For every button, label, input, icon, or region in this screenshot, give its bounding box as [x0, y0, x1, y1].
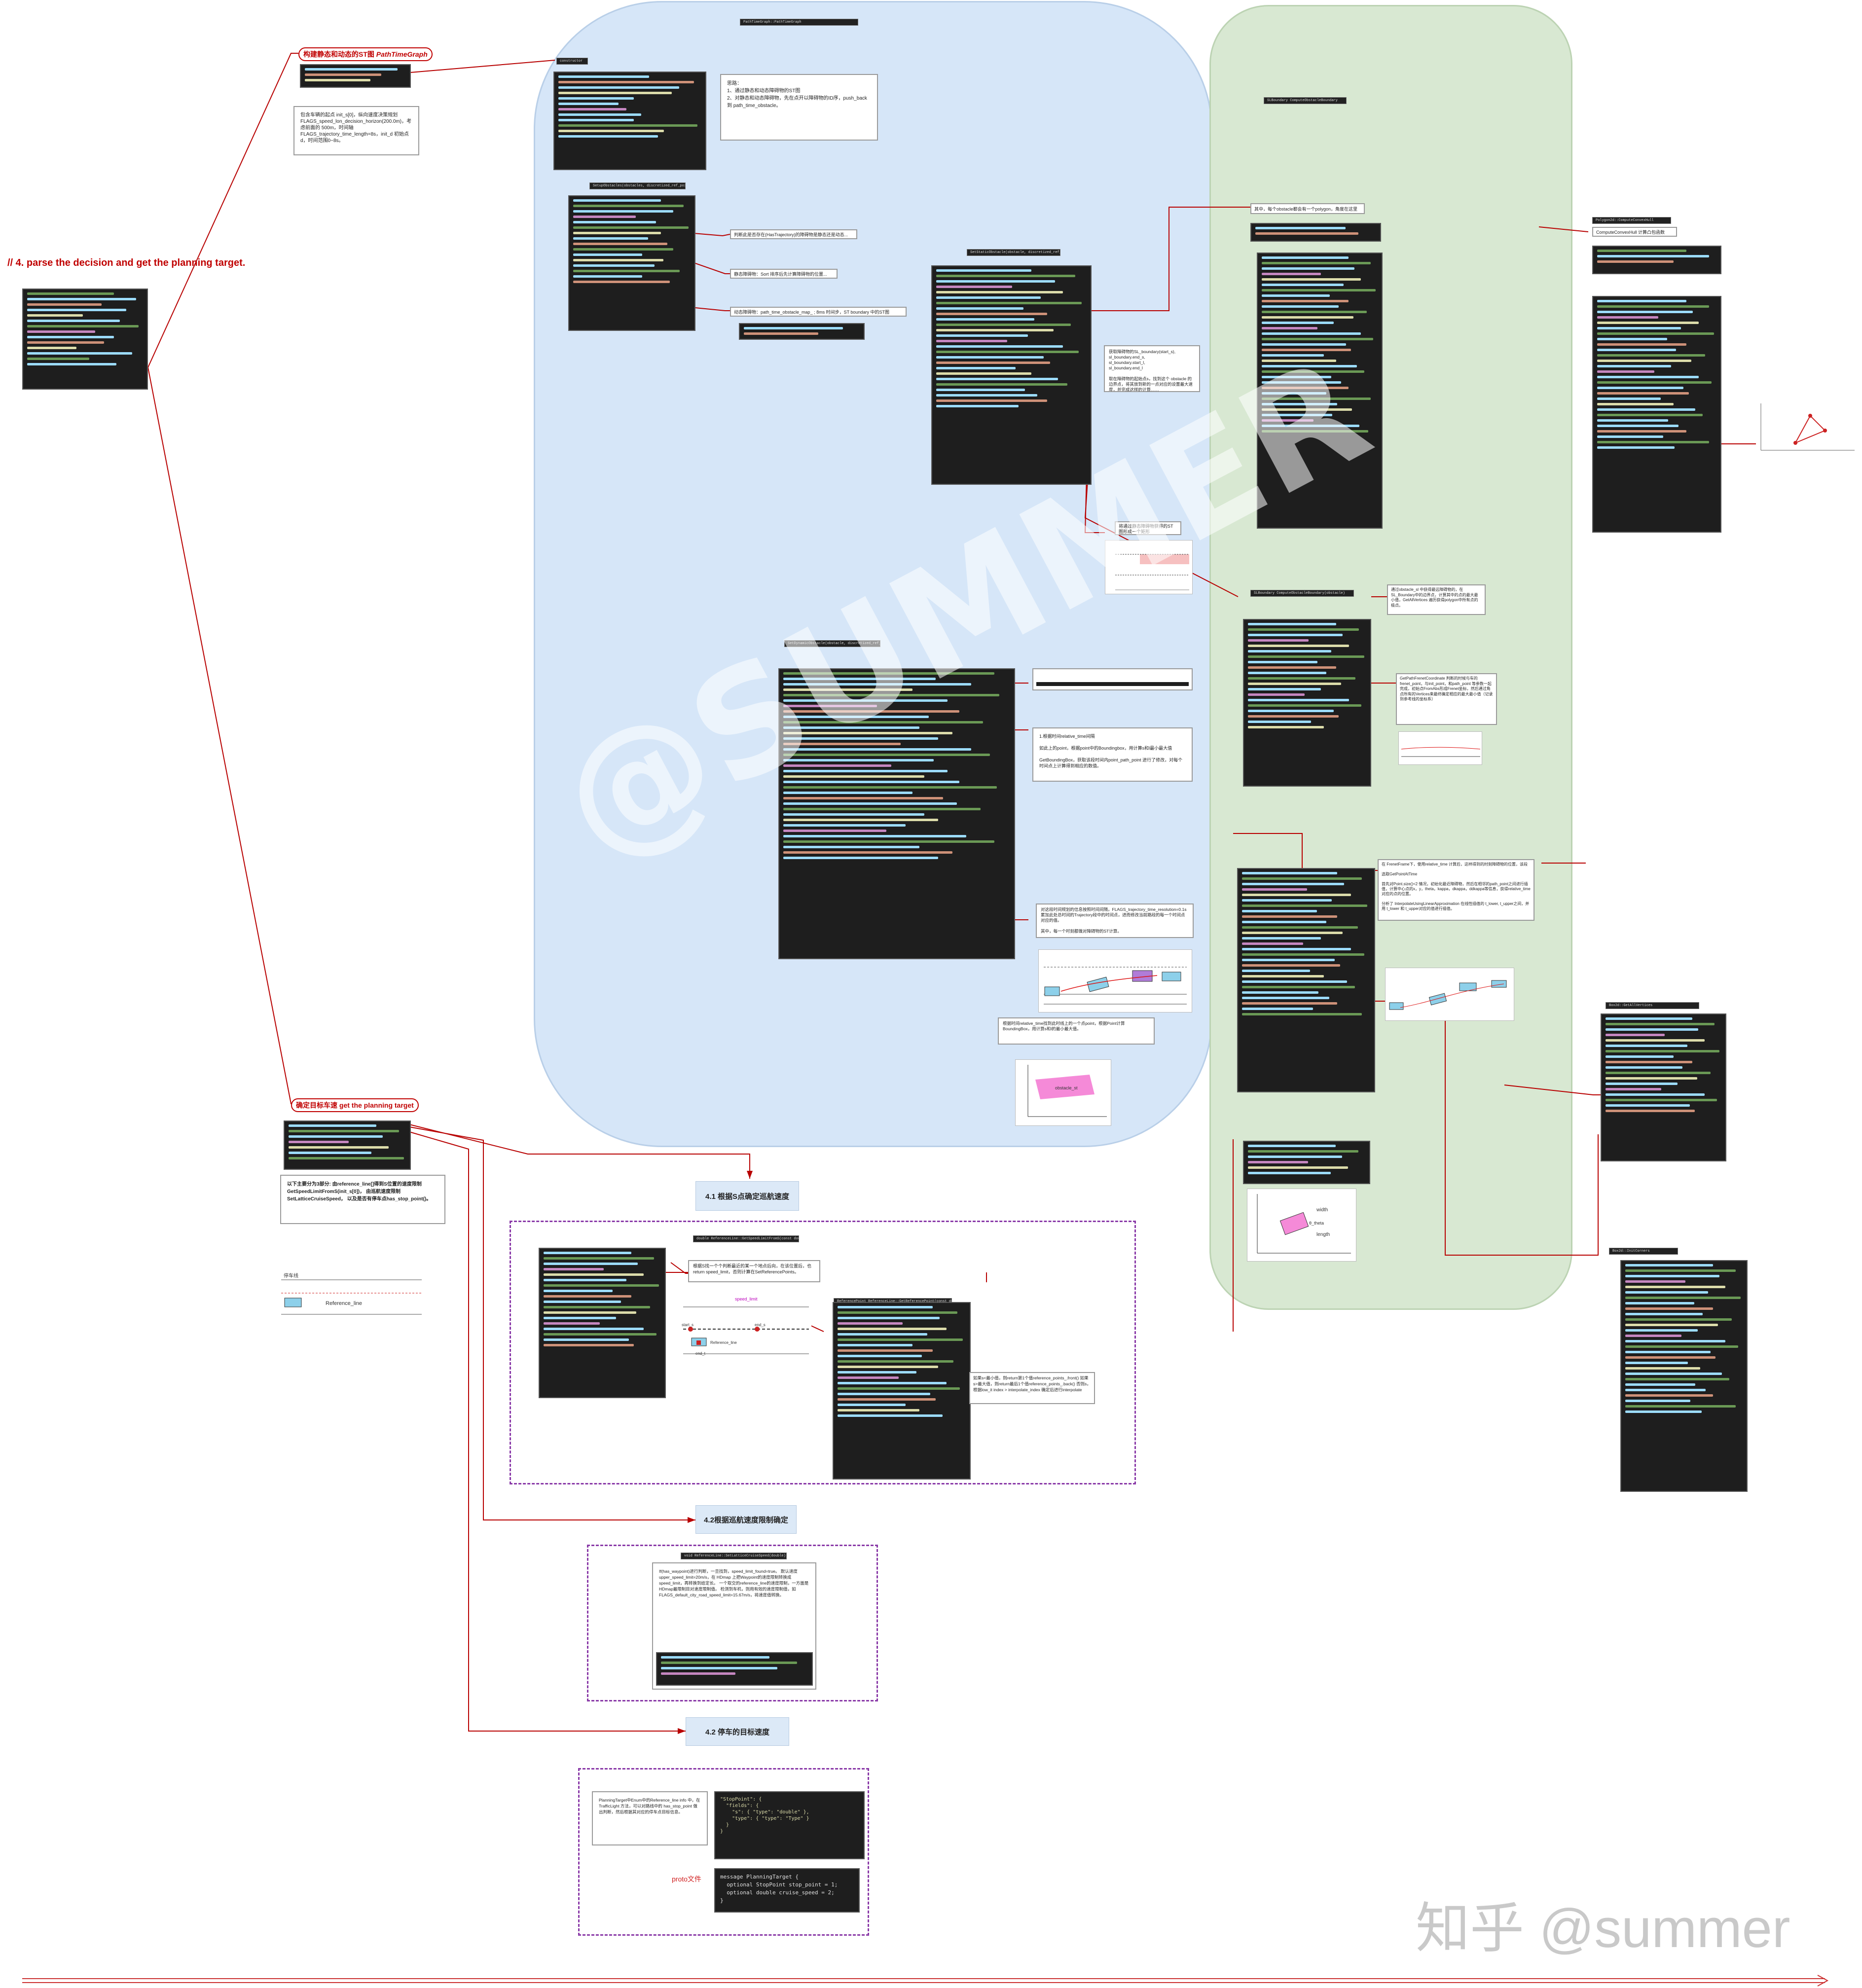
width-label: width — [1316, 1207, 1328, 1213]
has-trajectory-note: 判断此是否存在(HasTrajectory)的障碍物是静态还是动态... — [730, 229, 857, 239]
end-t-label: end_t — [695, 1351, 706, 1356]
reference-line-label-2: Reference_line — [710, 1340, 737, 1345]
stop-target-json-code: "StopPoint": { "fields": { "s": { "type"… — [714, 1791, 865, 1859]
dynamic-obstacle-code — [739, 323, 865, 340]
box2d-svg: width length θ_theta — [1257, 1194, 1351, 1254]
stop-target-note: PlanningTarget中Enum中的Reference_line info… — [592, 1791, 708, 1845]
st-rect-note: 将通过静态障碍物获得的ST图形成一个矩形 — [1115, 521, 1181, 535]
setup-obstacles-code — [568, 195, 695, 331]
main-code-block — [22, 289, 148, 390]
green-region-header-tag: SLBoundary ComputeObstacleBoundary — [1264, 97, 1347, 104]
st-graph-title-italic: PathTimeGraph — [376, 50, 428, 58]
speed-target-section-title: 确定目标车速 get the planning target — [291, 1098, 419, 1112]
start-s-label: start_s — [682, 1323, 694, 1327]
speed-limit-code — [539, 1248, 666, 1398]
box2d-tag: Box2d::GetAllVertices — [1606, 1002, 1699, 1009]
frenet-time-note: 对这段时间规划的信息按照时间间隔，FLAGS_trajectory_time_r… — [1036, 904, 1194, 938]
length-label: length — [1316, 1232, 1330, 1237]
box2d-code — [1601, 1013, 1726, 1161]
st-graph-code — [300, 64, 411, 88]
frenet-coord-svg — [1401, 747, 1481, 757]
proto-message-code: message PlanningTarget { optional StopPo… — [714, 1868, 860, 1913]
st-rect-svg — [1115, 554, 1189, 590]
stop-target-json: "StopPoint": { "fields": { "s": { "type"… — [720, 1797, 809, 1834]
speed-limit-tag: double ReferenceLine::GetSpeedLimitFromS… — [693, 1235, 799, 1242]
stop-line-label: 停车线 — [284, 1272, 298, 1279]
constructor-tag: constructor — [556, 58, 588, 65]
convex-hull-code-long — [1592, 296, 1721, 533]
step-4-1-dashed-group — [510, 1221, 1136, 1484]
binary-search-code — [833, 1302, 971, 1480]
relative-time-note-top — [1032, 668, 1193, 690]
reference-line-label: Reference_line — [326, 1301, 362, 1306]
obstacle-st-figure: obstacle_st — [1015, 1059, 1111, 1126]
obstacle-st-svg: obstacle_st — [1027, 1065, 1107, 1117]
cruise-speed-tag: void ReferenceLine::SetLatticeCruiseSpee… — [681, 1553, 787, 1559]
step-4-2a: 4.2根据巡航速度限制确定 — [695, 1505, 797, 1534]
speed-limit-svg: speed_limit start_s end_s Reference_line… — [682, 1297, 809, 1356]
convex-hull-code — [1592, 246, 1721, 274]
frenet-coord-note: GetPathFrenetCoordinate 判断的时候与车的frenet_p… — [1396, 673, 1497, 725]
st-graph-section-title: 构建静态和动态的ST图 PathTimeGraph — [298, 47, 433, 61]
obstacle-st-label: obstacle_st — [1055, 1085, 1078, 1090]
convex-hull-svg — [1760, 403, 1855, 451]
polygon-vertices-code — [1243, 1141, 1370, 1184]
setup-obstacles-tag: SetupObstacles(obstacles, discretized_re… — [589, 182, 686, 189]
dynamic-obstacle-note: 动态障碍物：path_time_obstacle_map_ ; 8ms 时间步，… — [730, 307, 907, 317]
st-graph-title-text: 构建静态和动态的ST图 — [303, 50, 374, 58]
stop-line-svg: 停车线 Reference_line — [281, 1272, 422, 1315]
binary-search-note: 如果s<最小值，则return第1个值reference_points_.fro… — [969, 1372, 1095, 1404]
frenet-coord-figure — [1398, 731, 1482, 765]
st-params-note: 包含车辆的起点 init_s[0]，纵向速度决策规划 FLAGS_speed_l… — [293, 106, 419, 155]
theta-label: θ_theta — [1309, 1221, 1324, 1226]
stop-line-figure: 停车线 Reference_line — [279, 1267, 426, 1324]
polygon-note: 其中，每个obstacle都会有一个polygon，角度在这里 — [1250, 203, 1365, 214]
proto-message: message PlanningTarget { optional StopPo… — [720, 1874, 838, 1904]
convex-hull-tag: Polygon2d::ComputeConvexHull — [1592, 217, 1671, 224]
sl-obstacle-note: 通过obstacle_sl 中获得最远障碍物的，在SL_Boundary中的边界… — [1387, 584, 1486, 615]
speed-limit-label: speed_limit — [735, 1297, 758, 1301]
constructor-code — [553, 72, 706, 170]
sl-boundary-note: 获取障碍物的SL_boundary(start_s), sl_boundary.… — [1104, 345, 1200, 392]
trajectory-boxes-figure — [1038, 949, 1192, 1012]
cruise-speed-code — [656, 1652, 813, 1686]
point-at-time-code — [1237, 868, 1375, 1092]
step-4-2b-dashed-group — [578, 1768, 869, 1936]
box2d-vertices-code — [1620, 1260, 1748, 1492]
blue-region-header-tag: PathTimeGraph::PathTimeGraph — [740, 19, 858, 26]
end-s-label: end_s — [755, 1323, 766, 1327]
box2d-vertices-tag: Box2d::InitCorners — [1609, 1248, 1678, 1255]
speed-limit-figure: speed_limit start_s end_s Reference_line… — [681, 1295, 811, 1361]
relative-time-note: 1.根据时间relative_time间隔 如此上的point，根据point中… — [1032, 727, 1193, 782]
convex-hull-figure — [1756, 398, 1862, 457]
box2d-figure: width length θ_theta — [1247, 1189, 1356, 1262]
frenet-coord-code — [1243, 619, 1371, 787]
step-4-2b: 4.2 停车的目标速度 — [686, 1717, 789, 1746]
st-rect-figure — [1105, 540, 1193, 594]
sl-obstacle-tag: SLBoundary ComputeObstacleBoundary(obsta… — [1250, 590, 1354, 597]
speed-plan-note: 以下主要分为3部分: 由reference_line[]得到S位置的速度限制Ge… — [280, 1175, 445, 1224]
trajectory-boxes-svg — [1044, 967, 1187, 1005]
step-4-1: 4.1 根据S点确定巡航速度 — [695, 1181, 799, 1211]
dynamic-st-tag: SetDynamicObstacle(obstacle, discretized… — [784, 640, 880, 647]
dynamic-st-code — [778, 668, 1015, 959]
steps-note: 思路： 1、通过静态和动态障碍物的ST图 2、对静态和动态障碍物，先在点开以障碍… — [720, 74, 878, 141]
proto-file-label: proto文件 — [672, 1875, 701, 1883]
get-speed-limit-note: 根据S找一个个判断最近的某一个地点后向，在该位置后，也 return speed… — [688, 1260, 820, 1282]
main-title: // 4. parse the decision and get the pla… — [7, 257, 246, 268]
static-st-code — [931, 265, 1092, 485]
frenet-interp-note: 在 FrenetFrame下，使用relative_time 计算后，这样得到的… — [1378, 859, 1534, 921]
brand-watermark: 知乎 @summer — [1416, 1898, 1790, 1959]
relative-time-note-2: 根据时间relative_time找到此时线上的一个点point，根据Point… — [998, 1017, 1155, 1045]
interp-boxes-svg — [1389, 980, 1507, 1010]
convex-hull-note: ComputeConvexHull 计算凸包函数 — [1592, 227, 1677, 237]
sl-boundary-code — [1257, 253, 1383, 529]
step-4-2a-dashed-group — [587, 1545, 878, 1701]
static-st-tag: SetStaticObstacle(obstacle, discretized_… — [967, 249, 1060, 256]
speed-target-code — [284, 1121, 411, 1170]
static-obstacle-note: 静态障碍物：Sort 排序后先计算障碍物的位置... — [730, 269, 838, 279]
interp-boxes-figure — [1385, 968, 1514, 1021]
polygon-code-small — [1250, 223, 1381, 242]
